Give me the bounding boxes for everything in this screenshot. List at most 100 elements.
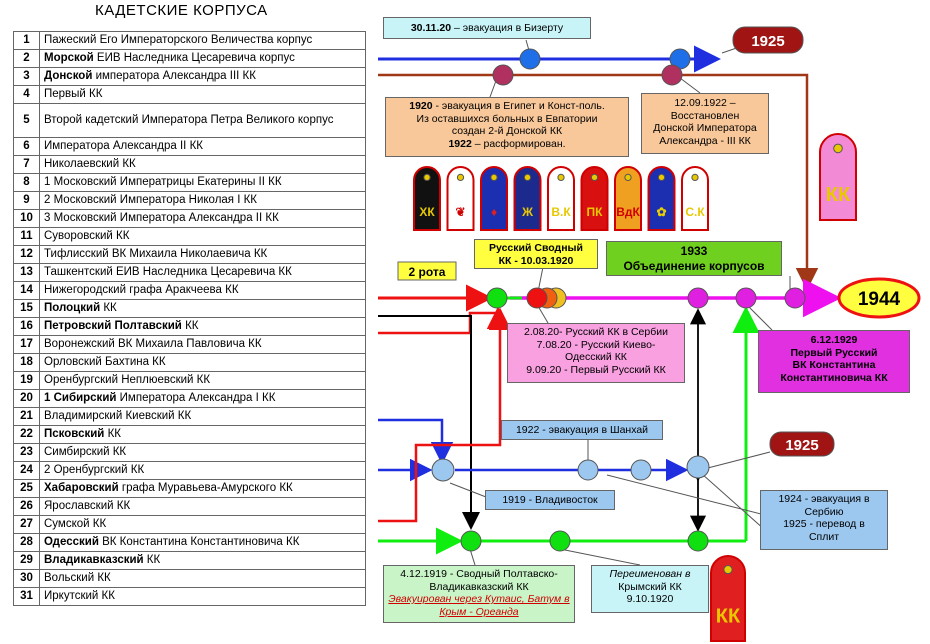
note-serbia: 2.08.20- Русский КК в Сербии 7.08.20 - Р… (507, 323, 685, 383)
epaulet: ПК (580, 166, 609, 231)
corps-number: 13 (13, 263, 40, 282)
corps-name-text: 2 Московский Императора Николая I КК (44, 194, 258, 206)
epaulet-label: ✿ (656, 205, 666, 219)
corps-name: Тифлисский ВК Михаила Николаевича КК (39, 245, 366, 264)
company-2-box (397, 261, 457, 281)
corps-name-text: Пажеский Его Императорского Величества к… (44, 34, 313, 46)
corps-name-text: Нижегородский графа Аракчеева КК (44, 284, 239, 296)
corps-name-bold: Полоцкий (44, 302, 101, 314)
corps-name-text: Иркутский КК (44, 590, 115, 602)
corps-number: 14 (13, 281, 40, 300)
corps-name-text: 2 Оренбургский КК (44, 464, 145, 476)
corps-name: Воронежский ВК Михаила Павловича КК (39, 335, 366, 354)
corps-name-bold: Донской (44, 70, 93, 82)
terminal-1944 (837, 277, 921, 319)
corps-name: Морской ЕИВ Наследника Цесаревича корпус (39, 49, 366, 68)
node-1933-a (687, 287, 709, 309)
node-shanghai-3 (686, 455, 710, 479)
epaulet: ❦ (446, 166, 475, 231)
node-green-2 (549, 530, 571, 552)
corps-name: 2 Московский Императора Николая I КК (39, 191, 366, 210)
corps-name-text: Воронежский ВК Михаила Павловича КК (44, 338, 262, 350)
note-don-egypt: 1920 - эвакуация в Египет и Конст-поль. … (385, 97, 629, 157)
node-shanghai-1 (577, 459, 599, 481)
corps-number: 22 (13, 425, 40, 444)
table-row: 13 Ташкентский ЕИВ Наследника Цесаревича … (13, 263, 366, 282)
note-first-russian: 6.12.1929 Первый Русский ВК Константина … (758, 330, 910, 393)
note-serbia-1924: 1924 - эвакуация в Сербию 1925 - перевод… (760, 490, 888, 550)
epaulet: ✿ (647, 166, 676, 231)
note-vladivostok: 1919 - Владивосток (485, 490, 615, 510)
corps-name-text: Симбирский КК (44, 446, 127, 458)
note-bizerte: 30.11.20 – эвакуация в Бизерту (383, 17, 591, 39)
node-serbia-1 (526, 287, 548, 309)
corps-name-text: КК (104, 428, 121, 440)
table-row: 23 Симбирский КК (13, 443, 366, 462)
corps-name: Ташкентский ЕИВ Наследника Цесаревича КК (39, 263, 366, 282)
epaulet-label: ХК (419, 205, 435, 219)
year-badge-mid-label: 1925 (785, 437, 818, 454)
epaulet: ХК (413, 166, 441, 231)
corps-name-text: 3 Московский Императора Александра II КК (44, 212, 279, 224)
line-pskov (378, 418, 454, 465)
line-voronezh (378, 306, 510, 335)
corps-name-bold: Псковский (44, 428, 105, 440)
corps-name: Хабаровский графа Муравьева-Амурского КК (39, 479, 366, 498)
epaulet-label: ПК (587, 205, 604, 219)
note-shanghai: 1922 - эвакуация в Шанхай (501, 420, 663, 440)
note-don-restored: 12.09.1922 – Восстановлен Донской Импера… (641, 93, 769, 154)
corps-name-text: графа Муравьева-Амурского КК (118, 482, 293, 494)
corps-name: Первый КК (39, 85, 366, 104)
corps-name-text: Оренбургский Неплюевский КК (44, 374, 211, 386)
corps-name-text: Ташкентский ЕИВ Наследника Цесаревича КК (44, 266, 292, 278)
node-1933-b (735, 287, 757, 309)
corps-name-bold: Петровский Полтавский (44, 320, 182, 332)
corps-name-bold: Хабаровский (44, 482, 119, 494)
corps-name: Иркутский КК (39, 587, 366, 606)
corps-name-text: КК (181, 320, 199, 332)
node-combined (486, 287, 508, 309)
corps-name-bold: Одесский (44, 536, 99, 548)
corps-number: 25 (13, 479, 40, 498)
epaulet-label: ♦ (491, 205, 497, 219)
corps-name-text: императора Александра III КК (92, 70, 256, 82)
corps-name: Симбирский КК (39, 443, 366, 462)
corps-number: 15 (13, 299, 40, 318)
node-bizerte (519, 48, 541, 70)
corps-name-bold: Владикавказский (44, 554, 144, 566)
corps-name-text: Владимирский Киевский КК (44, 410, 192, 422)
node-green-3 (687, 530, 709, 552)
epaulet-label: ❦ (455, 205, 465, 219)
corps-name-text: Тифлисский ВК Михаила Николаевича КК (44, 248, 268, 260)
table-row: 14 Нижегородский графа Аракчеева КК (13, 281, 366, 300)
corps-name: Императора Александра II КК (39, 137, 366, 156)
page-title: КАДЕТСКИЕ КОРПУСА (95, 2, 268, 19)
line-donskoy (378, 73, 819, 291)
epaulet: С.К (681, 166, 709, 231)
epaulet-label: КК (826, 184, 851, 206)
corps-number: 23 (13, 443, 40, 462)
year-badge-top-label: 1925 (751, 33, 784, 50)
corps-name: Орловский Бахтина КК (39, 353, 366, 372)
